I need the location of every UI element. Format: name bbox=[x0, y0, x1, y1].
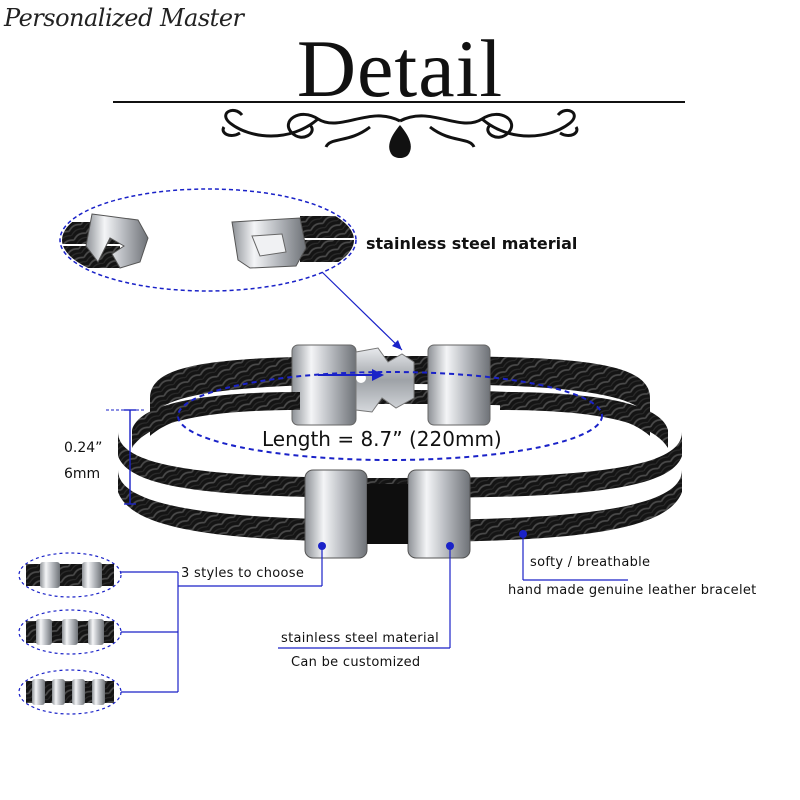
clasp-closeup-icon bbox=[59, 188, 357, 292]
bracelet-style-3-icon bbox=[18, 669, 122, 715]
page-title: Detail bbox=[296, 23, 504, 114]
bracelet-style-2-icon bbox=[18, 609, 122, 655]
styles-label: 3 styles to choose bbox=[181, 566, 305, 581]
softy-label: softy / breathable bbox=[530, 555, 651, 570]
ornament-flourish-icon bbox=[221, 109, 579, 158]
customize-label: Can be customized bbox=[291, 655, 421, 670]
title-divider bbox=[113, 101, 685, 103]
thickness-mm-label: 6mm bbox=[64, 466, 101, 482]
clasp-material-label: stainless steel material bbox=[366, 234, 578, 253]
handmade-label: hand made genuine leather bracelet bbox=[508, 583, 757, 598]
bracelet-style-1-icon bbox=[18, 552, 122, 598]
brand-watermark: Personalized Master bbox=[4, 4, 244, 32]
length-label: Length = 8.7” (220mm) bbox=[262, 427, 502, 451]
thickness-inch-label: 0.24” bbox=[64, 440, 103, 456]
charm-material-label: stainless steel material bbox=[281, 631, 440, 646]
